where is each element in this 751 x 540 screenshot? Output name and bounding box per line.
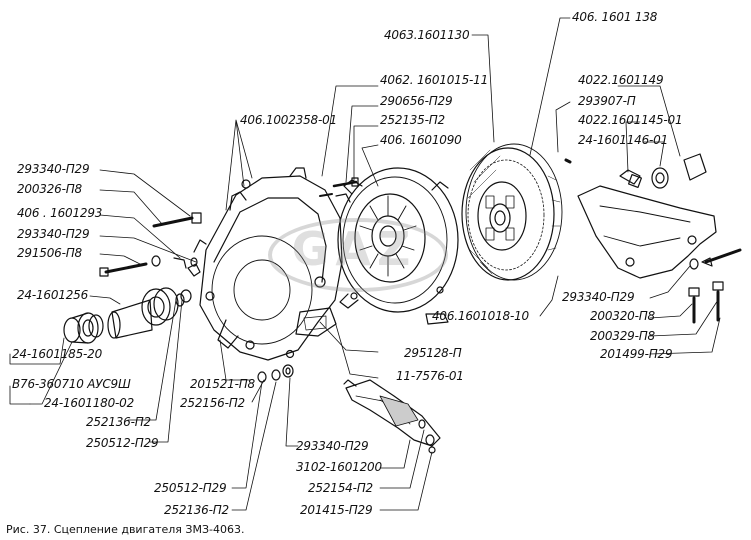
label-406-1601018-10: 406.1601018-10 — [432, 309, 529, 323]
label-4022-1601149: 4022.1601149 — [578, 73, 664, 87]
fork-bracket — [577, 169, 717, 279]
label-290656-p29: 290656-П29 — [380, 94, 453, 108]
label-b76-360710: В76-360710 АУС9Ш — [12, 377, 131, 391]
bottom-fasteners — [257, 364, 436, 454]
right-fasteners — [564, 153, 742, 324]
label-406-1601293: 406 . 1601293 — [17, 206, 103, 220]
label-293340-p29-d: 293340-П29 — [296, 439, 369, 453]
label-293907-p: 293907-П — [578, 94, 636, 108]
label-252154-p2: 252154-П2 — [308, 481, 373, 495]
label-250512-p29-b: 250512-П29 — [154, 481, 227, 495]
label-201499-p29: 201499-П29 — [600, 347, 673, 361]
label-293340-p29-c: 293340-П29 — [562, 290, 635, 304]
label-24-1601180-02: 24-1601180-02 — [44, 396, 135, 410]
label-200320-p8: 200320-П8 — [590, 309, 655, 323]
label-406-1601090: 406. 1601090 — [380, 133, 462, 147]
label-406-1002358-01: 406.1002358-01 — [240, 113, 337, 127]
label-252136-p2-a: 252136-П2 — [86, 415, 151, 429]
release-bearing — [63, 287, 192, 344]
label-4062-1601015-11: 4062. 1601015-11 — [380, 73, 489, 87]
label-24-1601146-01: 24-1601146-01 — [578, 133, 669, 147]
label-252135-p2: 252135-П2 — [380, 113, 445, 127]
label-293340-p29-a: 293340-П29 — [17, 162, 90, 176]
left-bolts — [99, 177, 449, 325]
label-252136-p2-b: 252136-П2 — [164, 503, 229, 517]
label-291506-p8: 291506-П8 — [17, 246, 82, 260]
label-24-1601256: 24-1601256 — [17, 288, 89, 302]
label-200326-p8: 200326-П8 — [17, 182, 82, 196]
clutch-disc — [461, 143, 563, 281]
label-406-1601138: 406. 1601 138 — [572, 10, 658, 24]
label-3102-1601200: 3102-1601200 — [296, 460, 382, 474]
label-24-1601185-20: 24-1601185-20 — [12, 347, 103, 361]
label-250512-p29-a: 250512-П29 — [86, 436, 159, 450]
label-11-7576-01: 11-7576-01 — [396, 369, 464, 383]
leader-lines — [9, 17, 721, 511]
watermark-logo — [268, 218, 448, 292]
label-201521-p8: 201521-П8 — [190, 377, 255, 391]
label-201415-p29: 201415-П29 — [300, 503, 373, 517]
label-293340-p29-b: 293340-П29 — [17, 227, 90, 241]
label-252156-p2: 252156-П2 — [180, 396, 245, 410]
label-4022-1601145-01: 4022.1601145-01 — [578, 113, 683, 127]
label-4063-1601130: 4063.1601130 — [384, 28, 470, 42]
watermark-text: GAZ — [291, 222, 417, 276]
release-fork — [343, 379, 441, 447]
figure-caption: Рис. 37. Сцепление двигателя ЗМЗ-4063. — [6, 523, 245, 536]
label-200329-p8: 200329-П8 — [590, 329, 655, 343]
label-295128-p: 295128-П — [404, 346, 462, 360]
